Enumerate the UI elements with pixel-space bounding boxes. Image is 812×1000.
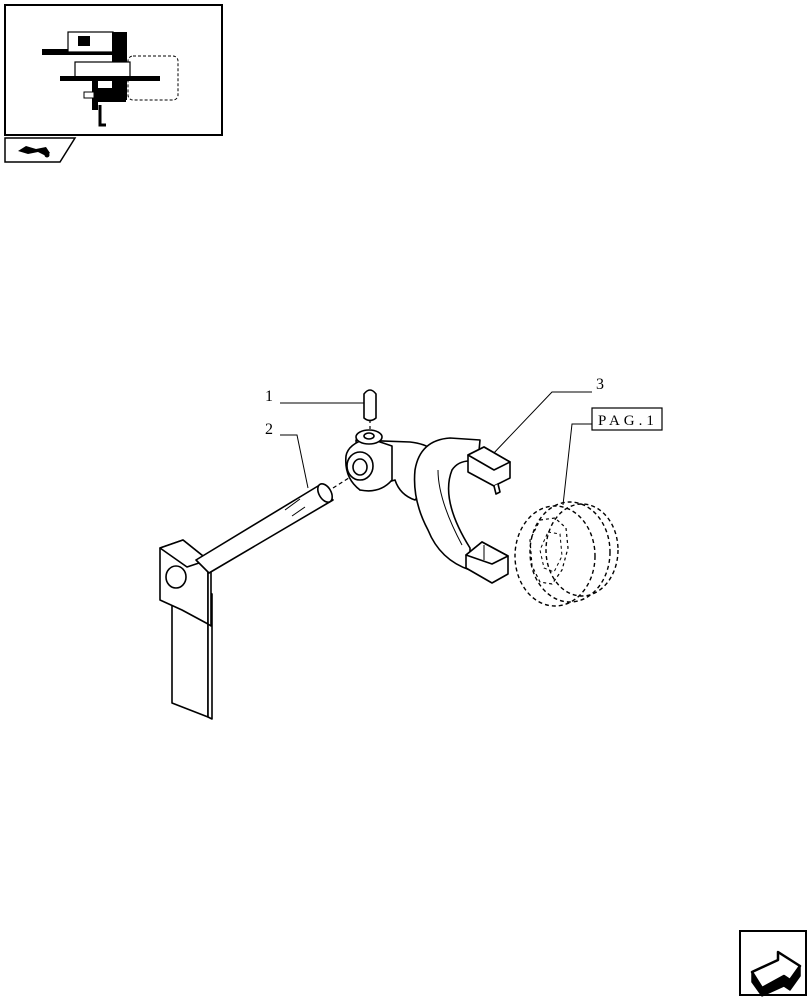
page-reference-label: PAG.1 — [598, 413, 658, 429]
callout-2-label: 2 — [265, 421, 273, 438]
tractor-icon — [18, 146, 50, 158]
tractor-icon-tab[interactable] — [4, 137, 77, 163]
callout-2[interactable]: 2 — [265, 421, 309, 489]
next-page-button[interactable] — [739, 930, 807, 997]
callout-1[interactable]: 1 — [265, 388, 366, 405]
callout-1-label: 1 — [265, 388, 273, 405]
page-reference-box[interactable]: PAG.1 — [562, 407, 663, 506]
callout-3-label: 3 — [596, 376, 604, 393]
assembly-overview-thumbnail[interactable] — [4, 4, 223, 136]
selector-shaft-part[interactable] — [159, 475, 353, 720]
coupling-sleeve-reference[interactable] — [514, 501, 619, 607]
next-page-arrow-icon — [750, 950, 802, 997]
callout-3[interactable]: 3 — [491, 376, 604, 456]
shift-fork-part[interactable] — [344, 429, 511, 584]
